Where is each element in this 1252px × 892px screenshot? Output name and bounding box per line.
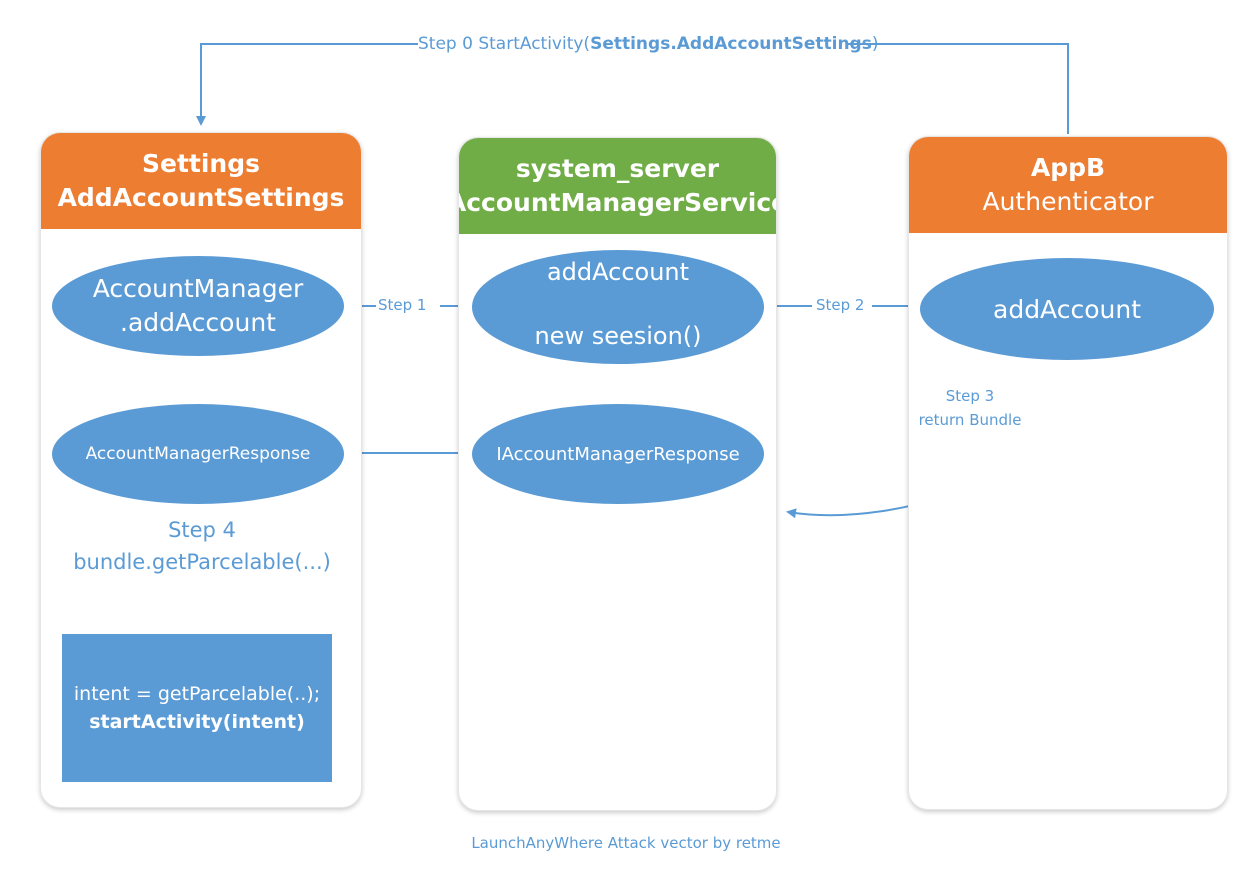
node-am-add-account-line2: .addAccount: [120, 308, 276, 337]
step3-line1: Step 3: [945, 387, 995, 405]
node-am-add-account: AccountManager .addAccount: [52, 256, 344, 356]
lane-appb: AppB Authenticator: [908, 136, 1228, 810]
node-am-add-account-line1: AccountManager: [92, 274, 304, 303]
step0-arrow: [201, 43, 1069, 134]
step3-label: Step 3 return Bundle: [900, 384, 1040, 432]
lane-system-server-title: system_server: [515, 154, 720, 183]
lane-settings-title: Settings: [141, 149, 260, 178]
node-auth-add-account-text: addAccount: [993, 294, 1141, 324]
node-ams-add-account-line2: new seesion(): [534, 322, 702, 350]
lane-settings-subtitle: AddAccountSettings: [57, 183, 345, 212]
lane-appb-header: AppB Authenticator: [909, 137, 1227, 233]
code-box-line1: intent = getParcelable(..);: [73, 683, 321, 705]
node-auth-add-account: addAccount: [920, 258, 1214, 360]
node-iam-response: IAccountManagerResponse: [472, 404, 764, 504]
step0-label: Step 0 StartActivity(Settings.AddAccount…: [418, 33, 878, 55]
step4-line2: bundle.getParcelable(...): [73, 550, 331, 574]
step0-suffix: ): [871, 34, 879, 54]
node-am-response-text: AccountManagerResponse: [85, 444, 311, 464]
lane-system-server-subtitle: AccountManagerService: [458, 188, 777, 217]
step1-label: Step 1: [378, 296, 427, 314]
lane-appb-subtitle: Authenticator: [982, 187, 1154, 216]
code-box-line2: startActivity(intent): [89, 711, 305, 733]
step0-prefix: Step 0 StartActivity(: [418, 34, 591, 54]
node-ams-add-account-line1: addAccount: [546, 258, 690, 286]
step3-line2: return Bundle: [918, 411, 1022, 429]
code-box: intent = getParcelable(..); startActivit…: [62, 634, 332, 782]
step0-bold: Settings.AddAccountSettings: [590, 34, 872, 54]
step4-label: Step 4 bundle.getParcelable(...): [42, 514, 362, 578]
lane-appb-title: AppB: [1030, 153, 1106, 182]
step4-line1: Step 4: [168, 518, 236, 542]
lane-settings-header: Settings AddAccountSettings: [41, 133, 361, 229]
node-ams-add-account: addAccount new seesion(): [472, 250, 764, 364]
lane-system-server-header: system_server AccountManagerService: [459, 138, 776, 234]
node-iam-response-text: IAccountManagerResponse: [496, 443, 740, 465]
caption: LaunchAnyWhere Attack vector by retme: [471, 834, 781, 852]
node-am-response: AccountManagerResponse: [52, 404, 344, 504]
step2-label: Step 2: [816, 296, 865, 314]
